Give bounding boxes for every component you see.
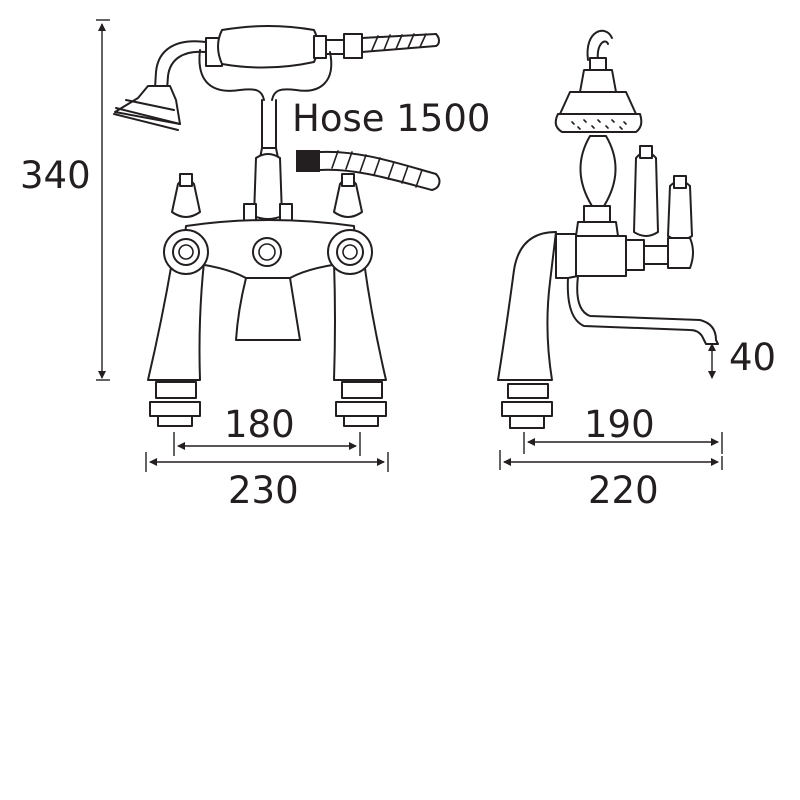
height-dimension-line bbox=[96, 19, 110, 381]
right-pillar bbox=[327, 173, 387, 427]
hose-length-label: Hose 1500 bbox=[292, 97, 490, 140]
shower-handset-front bbox=[113, 25, 440, 131]
height-label: 340 bbox=[20, 154, 91, 197]
left-pillar bbox=[147, 173, 209, 427]
side-width-dimension-lines bbox=[499, 432, 723, 470]
diverter-boss bbox=[252, 237, 282, 267]
shower-head-side bbox=[554, 29, 643, 207]
hose-outlet-front bbox=[296, 150, 441, 191]
inner-front-width-label: 180 bbox=[224, 403, 295, 446]
front-width-dimension-lines bbox=[145, 432, 389, 472]
front-view bbox=[96, 19, 441, 472]
diverter-lever-front bbox=[243, 147, 293, 227]
spout-height-label: 40 bbox=[729, 336, 776, 379]
levers-side bbox=[633, 145, 693, 241]
overall-depth-label: 220 bbox=[588, 469, 659, 512]
spout-side bbox=[497, 231, 719, 429]
spout-front bbox=[235, 277, 301, 341]
spout-reach-label: 190 bbox=[584, 403, 655, 446]
riser-pipe bbox=[261, 99, 277, 149]
side-view bbox=[497, 29, 723, 470]
outer-front-width-label: 230 bbox=[228, 469, 299, 512]
valve-body-side bbox=[555, 205, 694, 279]
